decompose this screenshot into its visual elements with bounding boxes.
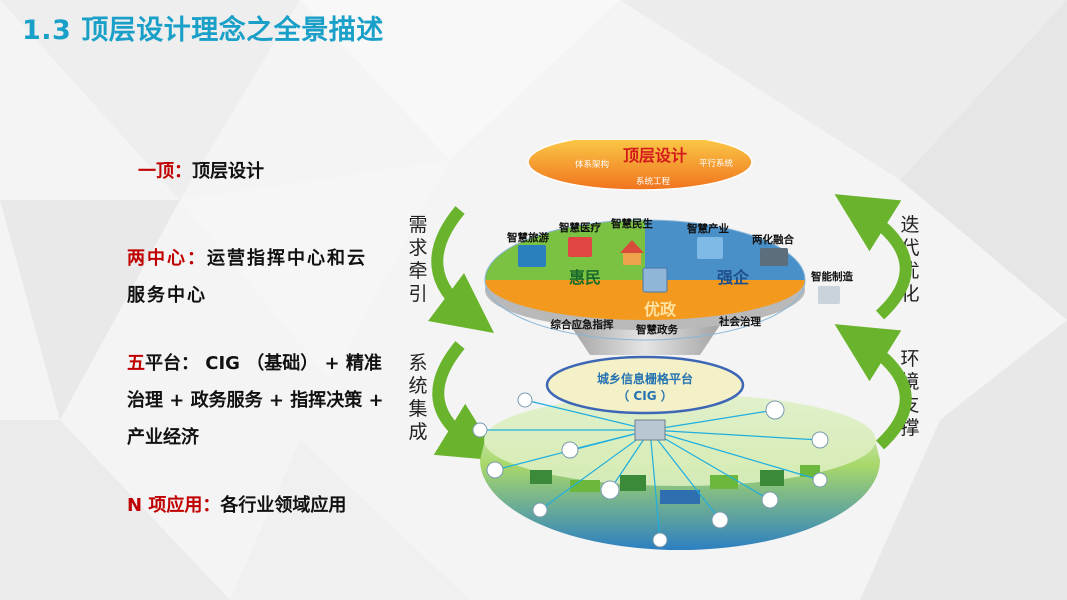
svg-text:智慧产业: 智慧产业 (686, 222, 729, 235)
five-platforms-item: 五平台： CIG （基础） + 精准治理 + 政务服务 + 指挥决策 + 产业经… (127, 345, 387, 456)
top-design-text: 顶层设计 (192, 161, 264, 182)
cig-line2: （ CIG ） (617, 388, 672, 403)
svg-text:智慧医疗: 智慧医疗 (558, 221, 601, 234)
top-design-left: 体系架构 (575, 159, 609, 170)
demand-arrow (437, 210, 470, 315)
svg-text:智能制造: 智能制造 (810, 270, 853, 283)
n-apps-text: 各行业领域应用 (220, 495, 346, 516)
youzheng-label: 优政 (644, 300, 677, 319)
top-design-title: 顶层设计 (623, 146, 687, 165)
svg-text:社会治理: 社会治理 (718, 315, 761, 328)
svg-text:智慧旅游: 智慧旅游 (506, 231, 549, 244)
svg-text:综合应急指挥: 综合应急指挥 (551, 318, 614, 331)
page-title: 1.3 顶层设计理念之全景描述 (22, 8, 384, 47)
qiangqi-label: 强企 (717, 268, 750, 287)
two-centers-prefix: 两中心： (127, 248, 207, 269)
svg-text:两化融合: 两化融合 (752, 233, 794, 246)
svg-text:智慧民生: 智慧民生 (610, 217, 653, 230)
top-design-item: 一顶：顶层设计 (138, 153, 264, 190)
top-design-right: 平行系统 (699, 158, 734, 169)
five-platforms-text: 平台： CIG （基础） + 精准治理 + 政务服务 + 指挥决策 + 产业经济 (127, 353, 384, 448)
panorama-diagram: 城乡信息栅格平台 （ CIG ） 惠民 强企 优政 智慧旅游 智慧医疗 智慧民生… (420, 140, 940, 580)
n-apps-item: N 项应用：各行业领域应用 (127, 487, 372, 524)
five-platforms-prefix: 五 (127, 353, 145, 374)
svg-text:智慧政务: 智慧政务 (635, 323, 678, 336)
integrate-arrow (438, 345, 475, 445)
cig-line1: 城乡信息栅格平台 (597, 371, 693, 386)
iterate-arrow (860, 210, 906, 315)
top-design-bottom: 系统工程 (636, 176, 671, 187)
cig-server-icon (635, 420, 665, 440)
two-centers-item: 两中心：运营指挥中心和云服务中心 (127, 240, 367, 314)
n-apps-prefix: N 项应用： (127, 495, 220, 516)
top-design-prefix: 一顶： (138, 161, 192, 182)
huimin-label: 惠民 (569, 268, 601, 287)
